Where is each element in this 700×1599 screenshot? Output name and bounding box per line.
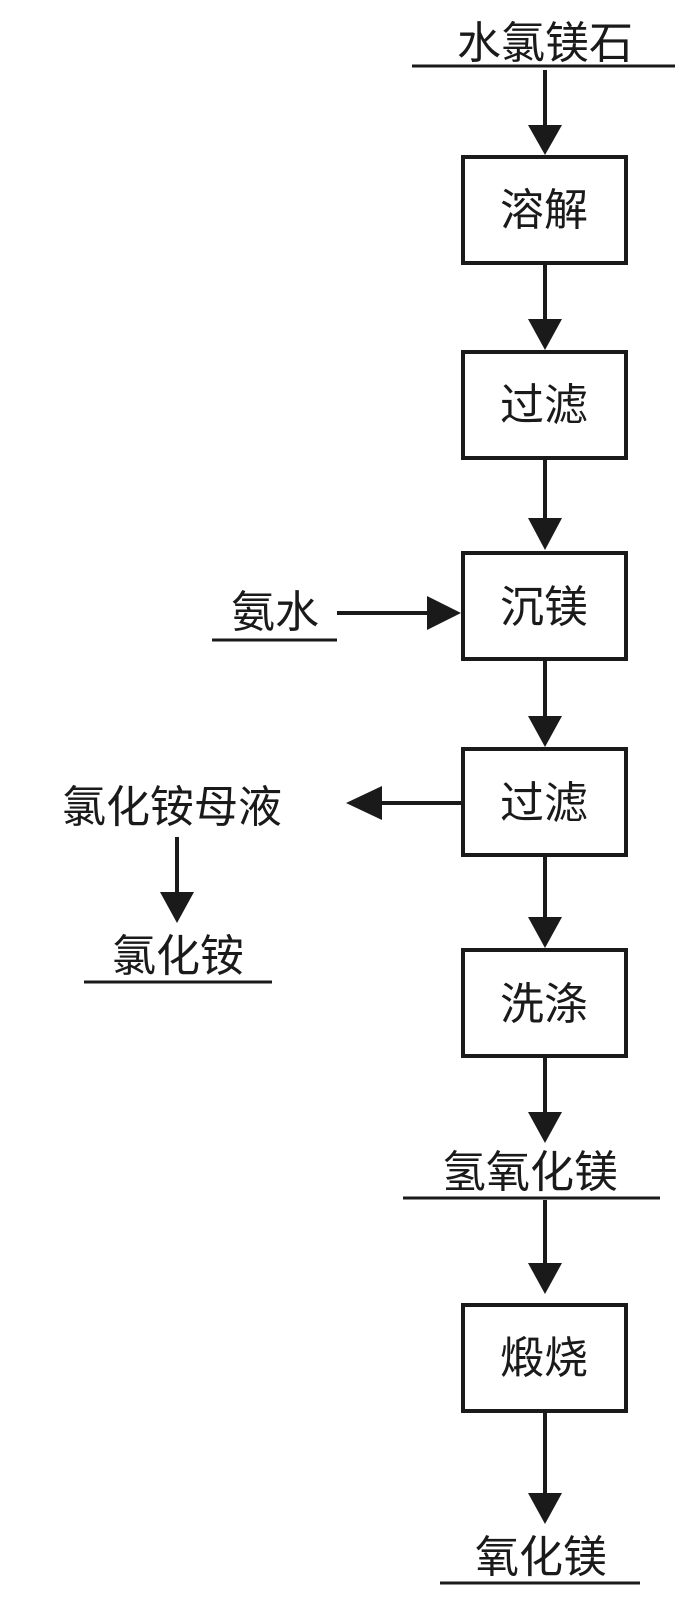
arrowhead-icon: [427, 596, 461, 630]
step-label-dissolve: 溶解: [500, 185, 588, 236]
side-output-label: 氯化铵母液: [62, 782, 282, 833]
step-box-dissolve: [461, 155, 628, 265]
side-product-label: 氯化铵: [112, 931, 244, 982]
intermediate-label: 氢氧化镁: [442, 1147, 618, 1198]
arrowhead-icon: [528, 1112, 562, 1143]
arrowhead-icon: [528, 319, 562, 350]
arrowhead-icon: [346, 786, 382, 820]
arrowhead-icon: [160, 892, 194, 923]
step-label-wash: 洗涤: [500, 979, 588, 1030]
step-label-filter-2: 过滤: [500, 778, 588, 829]
arrowhead-icon: [528, 125, 562, 155]
step-box-filter-1: [461, 350, 628, 460]
step-box-precipitate: [461, 551, 628, 661]
step-label-calcine: 煅烧: [500, 1333, 588, 1384]
step-label-filter-1: 过滤: [500, 380, 588, 431]
arrowhead-icon: [528, 716, 562, 747]
final-product-label: 氧化镁: [475, 1532, 607, 1583]
step-box-calcine: [461, 1303, 628, 1413]
arrowhead-icon: [528, 1263, 562, 1294]
step-box-wash: [461, 948, 628, 1058]
arrowhead-icon: [528, 1493, 562, 1524]
side-input-label: 氨水: [231, 587, 319, 638]
arrowhead-icon: [528, 518, 562, 550]
input-label: 水氯镁石: [457, 18, 633, 69]
step-label-precipitate: 沉镁: [500, 582, 588, 633]
arrowhead-icon: [528, 917, 562, 948]
